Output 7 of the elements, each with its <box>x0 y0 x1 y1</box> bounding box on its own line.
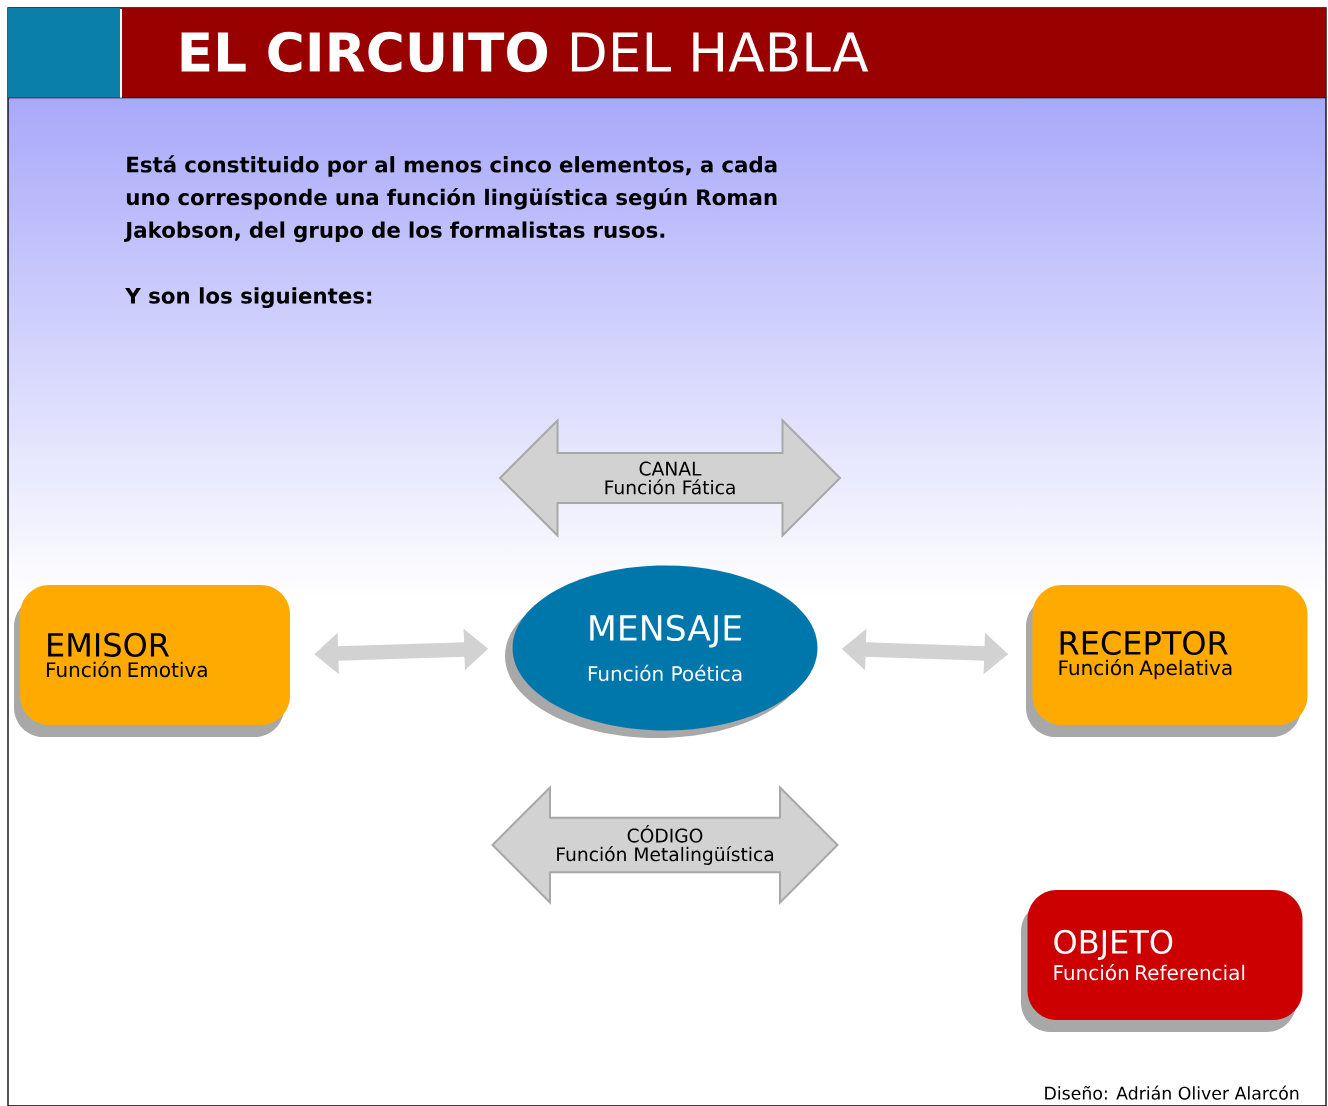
intro-text: Y son los siguientes: <box>125 287 372 309</box>
function-box: EMISOR Función Emotiva <box>14 585 290 737</box>
function-box: OBJETO Función Referencial <box>1021 890 1303 1032</box>
function-box: RECEPTOR Función Apelativa <box>1026 585 1308 737</box>
intro-text: Está constituido por al menos cinco elementos, a cada uno corresponde una función lingüística según Roman Jakobson, del grupo de los formalistas rusos. <box>124 155 777 243</box>
title: EL CIRCUITO DEL HABLA <box>181 31 869 73</box>
credit-text: Diseño: Adrián Oliver Alarcón <box>1045 1085 1299 1100</box>
